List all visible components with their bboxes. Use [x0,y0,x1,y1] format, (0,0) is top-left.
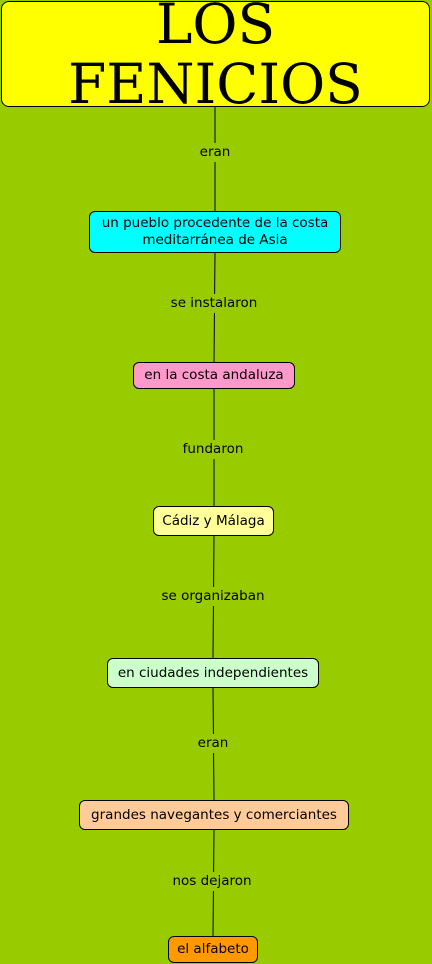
node-label: en la costa andaluza [144,367,284,383]
node-navegantes: grandes navegantes y comerciantes [79,800,349,830]
link-label-nos-dejaron: nos dejaron [170,872,254,891]
node-pueblo: un pueblo procedente de la costa meditar… [89,211,341,253]
node-label: grandes navegantes y comerciantes [91,806,337,823]
link-label-fundaron: fundaron [180,440,246,459]
link-label-eran: eran [197,143,233,162]
node-title: LOS FENICIOS [1,0,430,114]
link-label-se-instalaron: se instalaron [168,294,260,313]
node-cadiz: Cádiz y Málaga [153,506,274,536]
link-label-se-organizaban: se organizaban [159,587,267,606]
node-label: LOS FENICIOS [68,0,363,116]
node-label: en ciudades independientes [117,664,309,681]
link-label-eran-2: eran [195,734,231,753]
node-alfabeto: el alfabeto [168,936,258,963]
node-label: Cádiz y Málaga [162,512,265,529]
node-label: el alfabeto [177,941,249,957]
node-label: un pueblo procedente de la costa meditar… [101,215,329,248]
node-ciudades: en ciudades independientes [107,658,319,688]
node-costa: en la costa andaluza [133,362,295,389]
